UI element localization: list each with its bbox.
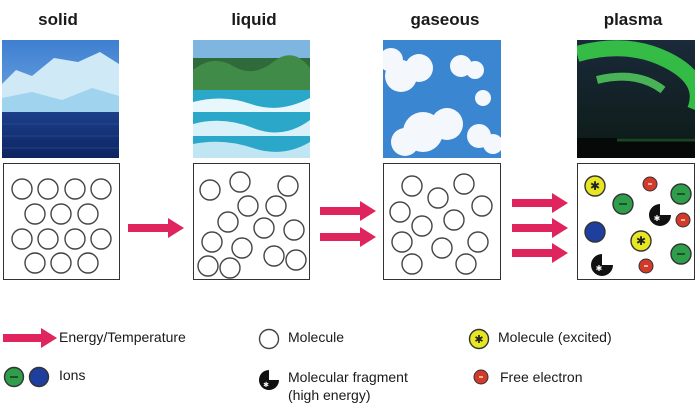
svg-text:✱: ✱ (654, 214, 661, 223)
arrow-solid-to-liquid (128, 218, 184, 238)
gaseous-molecule-box (383, 163, 501, 280)
legend-ions-label: Ions (59, 367, 86, 383)
arrows-liquid-to-gaseous (320, 201, 376, 247)
plasma-particle-box: ✱ ✱ ✱ ✱ (577, 163, 695, 280)
legend-fragment-line2: (high energy) (288, 387, 371, 403)
energy-arrow-icon (3, 328, 57, 348)
title-gaseous: gaseous (410, 10, 480, 29)
legend-free-electron-label: Free electron (500, 369, 583, 385)
legend-energy: Energy/Temperature (3, 328, 186, 348)
free-electron-icon (473, 369, 489, 385)
molecular-fragment-icon: ✱ (259, 370, 279, 390)
legend-ions: Ions (3, 366, 85, 388)
legend-energy-label: Energy/Temperature (59, 329, 186, 345)
liquid-molecule-box (193, 163, 310, 280)
title-liquid: liquid (231, 10, 277, 29)
legend-molecule-excited-label: Molecule (excited) (498, 329, 612, 345)
legend-fragment-label: Molecular fragment (high energy) (288, 368, 408, 404)
solid-molecule-box (3, 163, 120, 280)
svg-text:✱: ✱ (263, 381, 269, 389)
title-plasma: plasma (603, 10, 663, 29)
title-solid: solid (38, 10, 78, 29)
svg-text:✱: ✱ (636, 234, 646, 248)
svg-text:✱: ✱ (590, 179, 600, 193)
arrows-gaseous-to-plasma (512, 193, 568, 263)
legend-fragment-line1: Molecular fragment (288, 369, 408, 385)
ions-icon (3, 366, 50, 388)
legend-molecule-excited: ✱ Molecule (excited) (468, 328, 612, 350)
svg-text:✱: ✱ (596, 264, 603, 273)
photo-aurora (577, 40, 695, 158)
legend-molecule-label: Molecule (288, 329, 345, 345)
photo-clouds (383, 40, 501, 158)
legend-molecule: Molecule (258, 328, 344, 350)
photo-iceberg (2, 40, 119, 158)
excited-molecule-icon: ✱ (468, 328, 490, 350)
legend-free-electron: Free electron (472, 368, 582, 386)
molecule-circle-icon (258, 328, 280, 350)
svg-text:✱: ✱ (474, 333, 483, 346)
legend-molecular-fragment: ✱ Molecular fragment (high energy) (258, 368, 408, 404)
excited-molecule (584, 175, 652, 252)
photo-waterfall (193, 40, 310, 158)
